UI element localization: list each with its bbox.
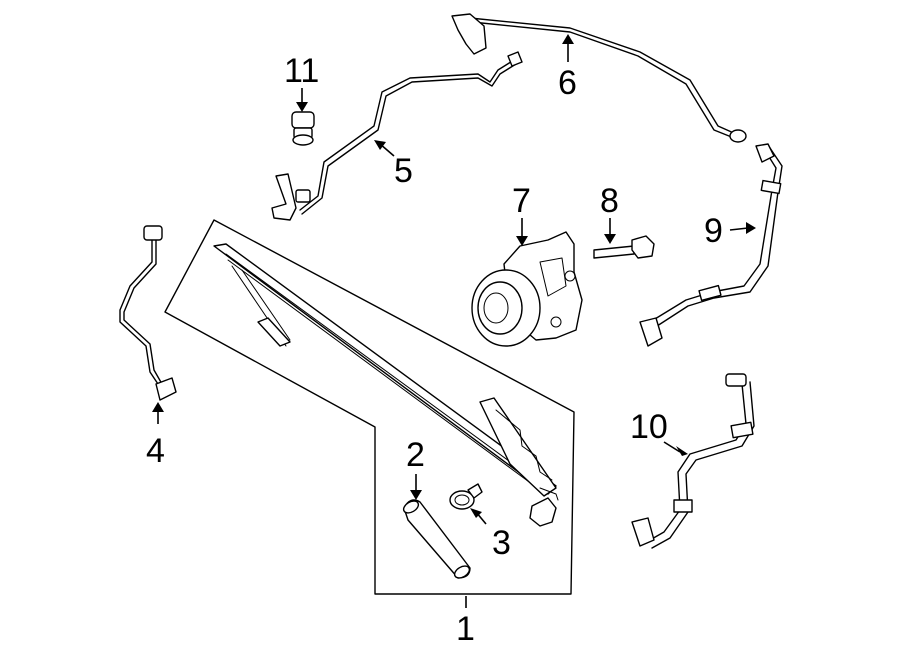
callout-11: 11 (284, 52, 319, 90)
callout-2: 2 (406, 436, 425, 474)
part-4-pressure-line[interactable] (119, 225, 177, 401)
part-5-liquid-line[interactable] (271, 51, 523, 221)
part-2-receiver-drier[interactable] (402, 499, 472, 581)
part-11-pressure-sensor[interactable] (291, 111, 315, 146)
callout-9: 9 (704, 212, 723, 250)
part-6-suction-line[interactable] (451, 13, 747, 143)
callout-4: 4 (146, 432, 165, 470)
part-7-compressor[interactable] (471, 231, 583, 347)
callout-5: 5 (394, 152, 413, 190)
callout-6: 6 (558, 64, 577, 102)
callout-10: 10 (630, 408, 668, 446)
callout-arrows (152, 34, 756, 608)
part-1-condenser-assembly[interactable] (164, 219, 575, 595)
part-3-filter-cap[interactable] (449, 483, 483, 510)
callout-3: 3 (492, 524, 511, 562)
condenser-group-outline (164, 219, 575, 595)
part-9-discharge-hose[interactable] (639, 143, 783, 347)
part-8-bolt[interactable] (593, 235, 655, 259)
callout-8: 8 (600, 182, 619, 220)
callout-1: 1 (456, 610, 475, 648)
condenser-core (213, 243, 559, 527)
part-10-suction-hose[interactable] (631, 373, 755, 549)
callout-7: 7 (512, 182, 531, 220)
callout-labels: 1 2 3 4 5 6 7 8 9 10 11 (146, 52, 723, 648)
